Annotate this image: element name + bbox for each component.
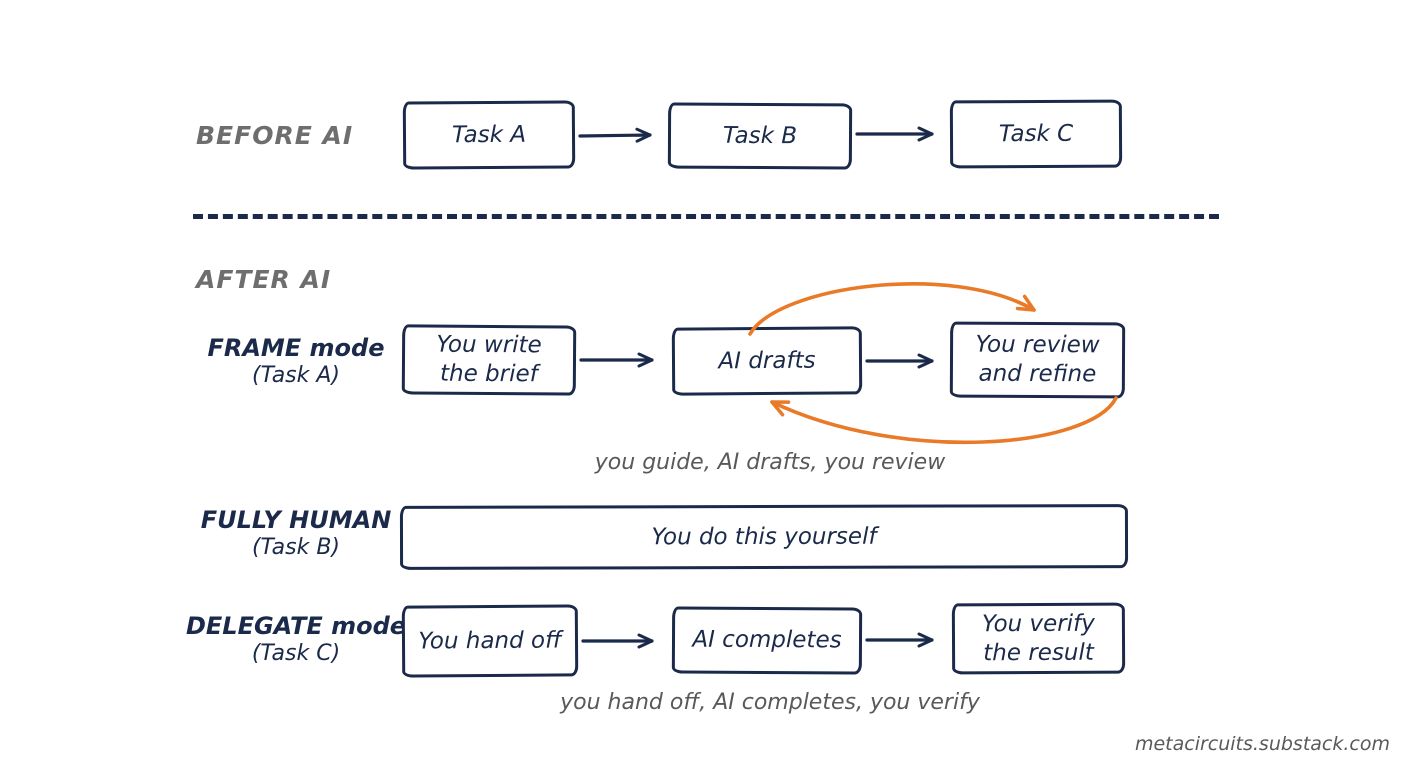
you-verify-result-line1: You verify: [981, 610, 1095, 638]
you-verify-result-box: You verify the result: [951, 602, 1126, 675]
you-do-this-yourself-box: You do this yourself: [399, 504, 1129, 570]
before-ai-label: BEFORE AI: [196, 121, 354, 150]
frame-mode-caption: you guide, AI drafts, you review: [594, 450, 946, 475]
delegate-mode-label: DELEGATE mode (Task C): [176, 612, 416, 668]
ai-completes-box: AI completes: [671, 606, 863, 675]
task-b-box-label: Task B: [722, 122, 798, 149]
fully-human-task: (Task B): [251, 535, 341, 561]
frame-mode-task: (Task A): [251, 363, 341, 389]
you-review-refine-line2: and refine: [978, 360, 1097, 388]
delegate-mode-task: (Task C): [251, 641, 341, 667]
frame-mode-title: FRAME mode: [207, 334, 385, 362]
watermark-url: metacircuits.substack.com: [1134, 733, 1390, 755]
task-c-box-label: Task C: [998, 120, 1074, 147]
you-review-refine-box: You review and refine: [949, 321, 1126, 399]
frame-mode-label: FRAME mode (Task A): [186, 334, 406, 390]
ai-drafts-box: AI drafts: [671, 326, 863, 396]
you-hand-off-label: You hand off: [418, 627, 562, 655]
delegate-mode-title: DELEGATE mode: [185, 612, 407, 640]
task-a-box-label: Task A: [451, 121, 527, 148]
you-write-brief-line1: You write: [436, 331, 542, 359]
delegate-mode-caption: you hand off, AI completes, you verify: [560, 690, 980, 715]
ai-completes-label: AI completes: [692, 626, 842, 654]
you-write-brief-line2: the brief: [439, 360, 538, 388]
task-a-box: Task A: [402, 100, 576, 170]
ai-drafts-label: AI drafts: [718, 347, 816, 374]
feedback-loop-bottom-arrow: [770, 396, 1118, 445]
you-verify-result-line2: the result: [983, 639, 1094, 666]
you-do-this-yourself-label: You do this yourself: [651, 523, 877, 550]
fully-human-title: FULLY HUMAN: [200, 506, 392, 534]
you-hand-off-box: You hand off: [401, 604, 579, 678]
arrow-task-a-to-task-b: [578, 127, 652, 143]
section-divider-dashed-line: [193, 214, 1219, 219]
task-c-box: Task C: [949, 99, 1123, 169]
fully-human-label: FULLY HUMAN (Task B): [186, 506, 406, 562]
task-b-box: Task B: [667, 102, 853, 170]
you-write-brief-box: You write the brief: [401, 324, 577, 396]
after-ai-label: AFTER AI: [196, 265, 332, 294]
you-review-refine-line1: You review: [975, 331, 1100, 359]
